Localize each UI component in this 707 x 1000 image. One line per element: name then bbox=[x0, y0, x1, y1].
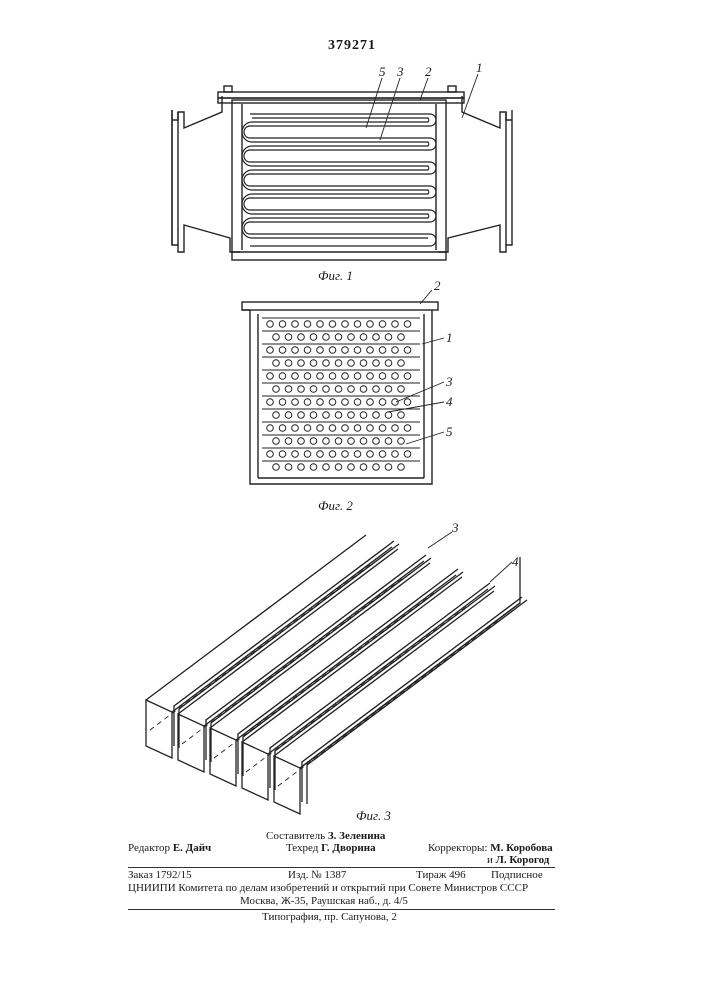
editor-label: Редактор bbox=[128, 842, 170, 854]
edition-number: Изд. № 1387 bbox=[288, 869, 346, 882]
compiler-label: Составитель bbox=[266, 830, 325, 842]
address-line: Москва, Ж-35, Раушская наб., д. 4/5 bbox=[240, 895, 408, 908]
fig3-bar-front bbox=[178, 714, 204, 772]
editor-name: Е. Дайч bbox=[173, 842, 211, 854]
fig3-bar-top bbox=[146, 535, 392, 712]
print-run: Тираж 496 bbox=[416, 869, 466, 882]
subscription-note: Подписное bbox=[491, 869, 543, 882]
fig3-bar-front bbox=[210, 728, 236, 786]
corrector-1: М. Коробова bbox=[490, 842, 552, 854]
fig3-bar-top bbox=[178, 549, 424, 726]
corrector-2-prefix: и bbox=[487, 854, 493, 866]
fig3-callout-4: 4 bbox=[512, 554, 519, 569]
fig3-bar-front bbox=[146, 700, 172, 758]
fig3-bar-front bbox=[274, 756, 300, 814]
correctors-label: Корректоры: bbox=[428, 842, 487, 854]
corrector-2: Л. Корогод bbox=[496, 854, 550, 866]
corrector-2-line: и Л. Корогод bbox=[487, 854, 549, 867]
compiler-name: З. Зеленина bbox=[328, 830, 386, 842]
fig3-callout-3: 3 bbox=[451, 520, 459, 535]
tech-editor-label: Техред bbox=[286, 842, 318, 854]
printer-line: Типография, пр. Сапунова, 2 bbox=[262, 911, 397, 924]
editor-line: Редактор Е. Дайч bbox=[128, 842, 211, 855]
imprint-divider-2 bbox=[128, 909, 555, 910]
imprint-divider bbox=[128, 867, 555, 868]
fig3-caption: Фиг. 3 bbox=[356, 808, 391, 824]
tech-editor-line: Техред Г. Дворина bbox=[286, 842, 376, 855]
order-number: Заказ 1792/15 bbox=[128, 869, 192, 882]
fig3-tube bbox=[179, 544, 399, 748]
tech-editor-name: Г. Дворина bbox=[321, 842, 375, 854]
fig3-bar-front bbox=[242, 742, 268, 800]
institute-line: ЦНИИПИ Комитета по делам изобретений и о… bbox=[128, 882, 528, 895]
